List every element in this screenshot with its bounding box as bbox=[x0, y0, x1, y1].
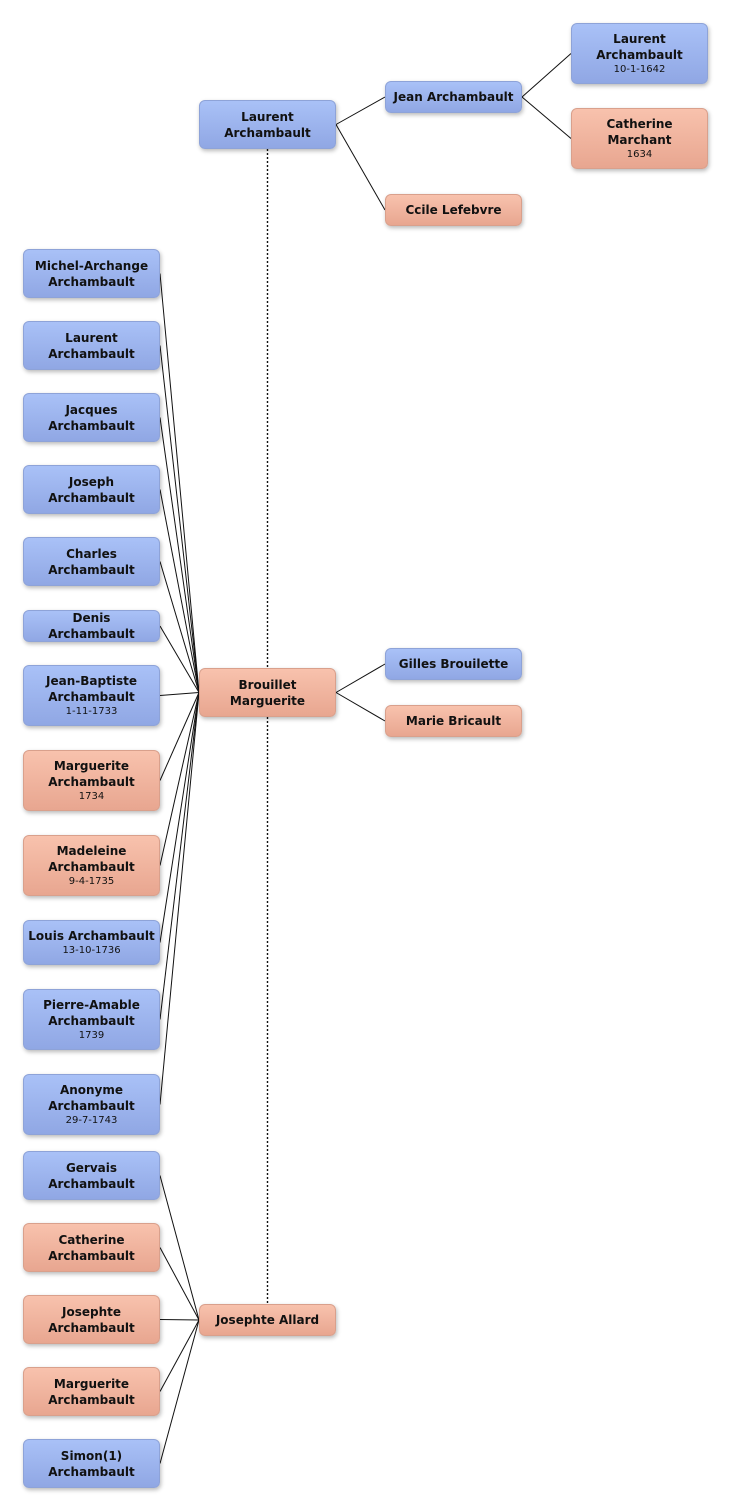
parent-link-line bbox=[335, 124, 386, 211]
person-name: Jean-Baptiste Archambault bbox=[46, 674, 137, 704]
person-josephte-allard[interactable]: Josephte Allard bbox=[199, 1304, 336, 1336]
person-jean-archambault[interactable]: Jean Archambault bbox=[385, 81, 522, 113]
person-laurent-archambault-child[interactable]: Laurent Archambault bbox=[23, 321, 160, 370]
person-name: Madeleine Archambault bbox=[48, 844, 135, 874]
person-laurent-archambault-grandfather[interactable]: Laurent Archambault 10-1-1642 bbox=[571, 23, 708, 84]
person-catherine-marchant[interactable]: Catherine Marchant 1634 bbox=[571, 108, 708, 169]
person-name: Joseph Archambault bbox=[48, 474, 135, 505]
person-name: Laurent Archambault bbox=[48, 330, 135, 361]
person-name: Laurent Archambault bbox=[596, 32, 683, 62]
person-name: Catherine Marchant bbox=[606, 117, 673, 147]
person-marguerite-archambault[interactable]: Marguerite Archambault bbox=[23, 1367, 160, 1416]
person-name: Anonyme Archambault bbox=[48, 1083, 135, 1113]
person-name: Pierre-Amable Archambault bbox=[43, 998, 140, 1028]
person-name: Jean Archambault bbox=[393, 90, 514, 104]
person-name: Simon(1) Archambault bbox=[48, 1448, 135, 1479]
parent-link-line bbox=[521, 96, 572, 139]
person-simon-archambault[interactable]: Simon(1) Archambault bbox=[23, 1439, 160, 1488]
child-link-line bbox=[159, 561, 200, 693]
person-date: 1734 bbox=[78, 791, 105, 802]
person-date: 13-10-1736 bbox=[62, 945, 121, 956]
person-date: 1634 bbox=[626, 149, 653, 160]
parent-link-line bbox=[335, 663, 386, 693]
person-date: 10-1-1642 bbox=[613, 64, 666, 75]
person-date: 1-11-1733 bbox=[65, 706, 118, 717]
person-name: Louis Archambault bbox=[28, 929, 155, 943]
child-link-line bbox=[159, 1319, 200, 1392]
person-name: Laurent Archambault bbox=[224, 109, 311, 140]
person-name: Michel-Archange Archambault bbox=[34, 258, 149, 289]
person-madeleine-archambault[interactable]: Madeleine Archambault 9-4-1735 bbox=[23, 835, 160, 896]
person-brouillet-marguerite[interactable]: Brouillet Marguerite bbox=[199, 668, 336, 717]
parent-link-line bbox=[335, 96, 386, 125]
person-marguerite-archambault-1734[interactable]: Marguerite Archambault 1734 bbox=[23, 750, 160, 811]
parent-link-line bbox=[521, 53, 572, 98]
person-gervais-archambault[interactable]: Gervais Archambault bbox=[23, 1151, 160, 1200]
person-ccile-lefebvre[interactable]: Ccile Lefebvre bbox=[385, 194, 522, 226]
child-link-line bbox=[159, 692, 200, 696]
child-link-line bbox=[159, 692, 200, 1020]
child-link-line bbox=[159, 489, 200, 693]
child-link-line bbox=[159, 345, 200, 693]
person-josephte-archambault[interactable]: Josephte Archambault bbox=[23, 1295, 160, 1344]
person-name: Denis Archambault bbox=[48, 611, 135, 641]
person-charles-archambault[interactable]: Charles Archambault bbox=[23, 537, 160, 586]
child-link-line bbox=[159, 692, 200, 866]
person-anonyme-archambault[interactable]: Anonyme Archambault 29-7-1743 bbox=[23, 1074, 160, 1135]
person-name: Josephte Allard bbox=[215, 1313, 320, 1327]
person-gilles-brouilette[interactable]: Gilles Brouilette bbox=[385, 648, 522, 680]
person-name: Jacques Archambault bbox=[48, 402, 135, 433]
person-michel-archange-archambault[interactable]: Michel-Archange Archambault bbox=[23, 249, 160, 298]
person-denis-archambault[interactable]: Denis Archambault bbox=[23, 610, 160, 642]
child-link-line bbox=[159, 273, 200, 693]
child-link-line bbox=[159, 1319, 200, 1464]
person-jean-baptiste-archambault[interactable]: Jean-Baptiste Archambault 1-11-1733 bbox=[23, 665, 160, 726]
child-link-line bbox=[159, 692, 200, 943]
person-jacques-archambault[interactable]: Jacques Archambault bbox=[23, 393, 160, 442]
child-link-line bbox=[159, 692, 200, 1105]
person-date: 29-7-1743 bbox=[65, 1115, 118, 1126]
person-date: 9-4-1735 bbox=[68, 876, 115, 887]
person-date: 1739 bbox=[78, 1030, 105, 1041]
person-name: Brouillet Marguerite bbox=[229, 677, 306, 708]
person-name: Marguerite Archambault bbox=[48, 759, 135, 789]
person-name: Marie Bricault bbox=[405, 714, 502, 728]
child-link-line bbox=[159, 692, 200, 781]
person-name: Josephte Archambault bbox=[48, 1304, 135, 1335]
child-link-line bbox=[159, 1247, 200, 1321]
person-laurent-archambault-father[interactable]: Laurent Archambault bbox=[199, 100, 336, 149]
person-name: Ccile Lefebvre bbox=[405, 203, 502, 217]
person-name: Catherine Archambault bbox=[48, 1232, 135, 1263]
person-name: Charles Archambault bbox=[48, 546, 135, 577]
parent-link-line bbox=[335, 692, 386, 722]
person-pierre-amable-archambault[interactable]: Pierre-Amable Archambault 1739 bbox=[23, 989, 160, 1050]
person-name: Marguerite Archambault bbox=[48, 1376, 135, 1407]
child-link-line bbox=[159, 1319, 200, 1321]
person-louis-archambault[interactable]: Louis Archambault 13-10-1736 bbox=[23, 920, 160, 965]
person-catherine-archambault[interactable]: Catherine Archambault bbox=[23, 1223, 160, 1272]
person-marie-bricault[interactable]: Marie Bricault bbox=[385, 705, 522, 737]
child-link-line bbox=[159, 625, 200, 693]
child-link-line bbox=[159, 1175, 200, 1321]
person-name: Gilles Brouilette bbox=[398, 657, 509, 671]
child-link-line bbox=[159, 417, 200, 693]
person-joseph-archambault[interactable]: Joseph Archambault bbox=[23, 465, 160, 514]
person-name: Gervais Archambault bbox=[48, 1160, 135, 1191]
